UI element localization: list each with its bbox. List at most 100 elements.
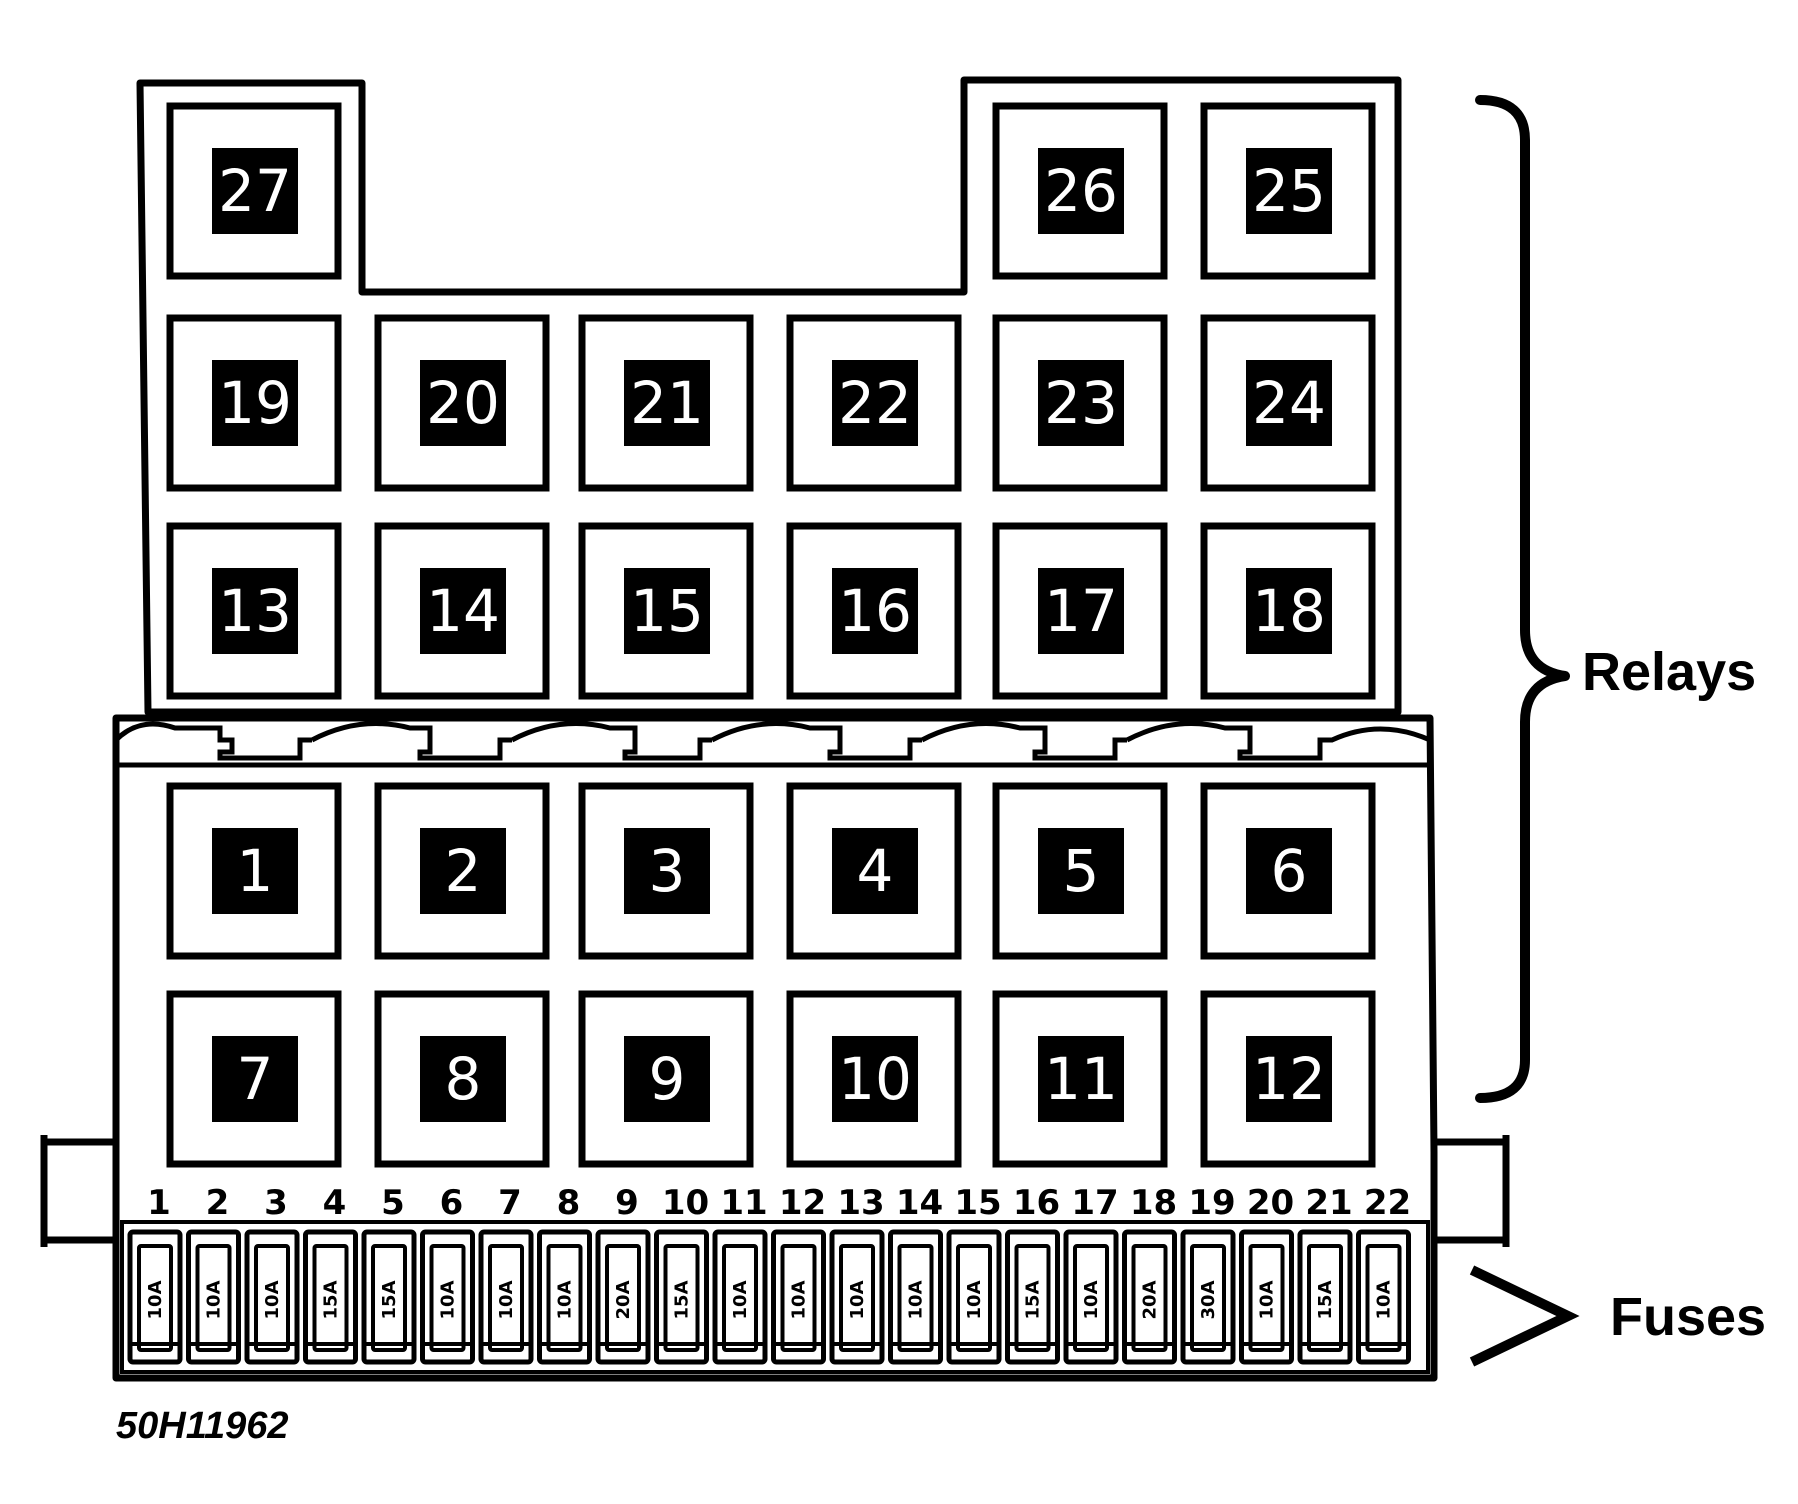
fuse-number: 9 [615, 1183, 639, 1223]
fuse-slot: 22 10A [1356, 1183, 1411, 1365]
relay-slot: 13 [166, 522, 342, 700]
left-mounting-bracket [40, 1135, 116, 1247]
relay-slot: 15 [578, 522, 754, 700]
relay-slot: 4 [786, 782, 962, 960]
relay-slot: 8 [374, 990, 550, 1168]
relay-slot: 6 [1200, 782, 1376, 960]
fuse-body [137, 1244, 173, 1352]
relay-number: 25 [1252, 157, 1326, 225]
relay-slot: 26 [992, 102, 1168, 280]
relay-slot: 12 [1200, 990, 1376, 1168]
relay-number: 7 [237, 1045, 274, 1113]
fuse-number: 6 [440, 1183, 464, 1223]
relay-number-box [1038, 568, 1124, 654]
relay-number-box [624, 360, 710, 446]
relay-number-box [420, 568, 506, 654]
fuse-body [1131, 1244, 1168, 1352]
relay-number-box [624, 568, 710, 654]
fuse-body [254, 1244, 290, 1352]
fuse-rating: 15A [321, 1280, 342, 1319]
fuse-body [1073, 1244, 1109, 1352]
relay-number-box [1246, 148, 1332, 234]
relay-number-box [832, 828, 918, 914]
fuse-body [1014, 1244, 1051, 1352]
relay-slot: 5 [992, 782, 1168, 960]
relay-slot: 11 [992, 990, 1168, 1168]
fuse-number: 14 [896, 1183, 943, 1223]
fuse-rating: 10A [496, 1280, 517, 1319]
relay-slot: 14 [374, 522, 550, 700]
fuse-slots: 110A210A310A415A515A610A710A810A920A1015… [127, 1183, 1411, 1365]
fuse-body [839, 1244, 875, 1352]
fuse-rating: 10A [204, 1280, 225, 1319]
fuse-body [546, 1244, 583, 1352]
relay-number: 22 [838, 369, 912, 437]
fuse-body [1190, 1244, 1226, 1352]
relays-brace [1475, 95, 1570, 1103]
relay-number: 19 [218, 369, 292, 437]
relay-number-box [212, 828, 298, 914]
relay-number-box [1246, 568, 1332, 654]
fuse-rating: 10A [145, 1280, 166, 1319]
relay-number: 17 [1044, 577, 1118, 645]
relay-slot: 17 [992, 522, 1168, 700]
relay-number: 20 [426, 369, 500, 437]
relay-slot: 20 [374, 314, 550, 492]
relay-number: 24 [1252, 369, 1326, 437]
fuse-body [780, 1244, 817, 1352]
relay-number-box [212, 568, 298, 654]
fuse-number: 22 [1364, 1183, 1411, 1223]
relay-slot: 23 [992, 314, 1168, 492]
relay-number: 2 [445, 837, 482, 905]
fuse-rating: 20A [613, 1280, 634, 1319]
relay-number-box [832, 360, 918, 446]
fuse-number: 20 [1247, 1183, 1294, 1223]
relay-number: 15 [630, 577, 704, 645]
relay-number: 6 [1271, 837, 1308, 905]
right-mounting-bracket [1434, 1135, 1510, 1247]
fuse-rating: 10A [1374, 1280, 1395, 1319]
relay-slot-outline [374, 782, 550, 960]
fuse-slot: 2 10A [186, 1183, 241, 1365]
relay-slot: 3 [578, 782, 754, 960]
fuse-body [195, 1244, 232, 1352]
relay-slot: 7 [166, 990, 342, 1168]
relay-number-box [212, 1036, 298, 1122]
relay-slot: 2 [374, 782, 550, 960]
relay-number: 16 [838, 577, 912, 645]
relay-slot: 25 [1200, 102, 1376, 280]
relay-number-box [1038, 360, 1124, 446]
relay-number-box [1246, 360, 1332, 446]
latch-strip [114, 721, 1432, 768]
fuse-rating: 10A [730, 1280, 751, 1319]
fuse-rating: 10A [1081, 1280, 1102, 1319]
relay-number: 5 [1063, 837, 1100, 905]
fuses-label: Fuses [1610, 1287, 1766, 1347]
fuse-body [956, 1244, 992, 1352]
fuse-rating: 10A [555, 1280, 576, 1319]
fuse-number: 19 [1188, 1183, 1235, 1223]
fuse-rating: 10A [262, 1280, 283, 1319]
relay-number-box [624, 828, 710, 914]
fuse-number: 3 [264, 1183, 288, 1223]
fuse-rating: 20A [1140, 1280, 1161, 1319]
fuse-number: 21 [1305, 1183, 1352, 1223]
relay-slot: 18 [1200, 522, 1376, 700]
fuse-body [605, 1244, 641, 1352]
fuse-rating: 10A [438, 1280, 459, 1319]
fuse-number: 2 [206, 1183, 230, 1223]
relay-number: 10 [838, 1045, 912, 1113]
relay-number: 27 [218, 157, 292, 225]
relay-number-box [420, 360, 506, 446]
relay-number-box [1038, 828, 1124, 914]
